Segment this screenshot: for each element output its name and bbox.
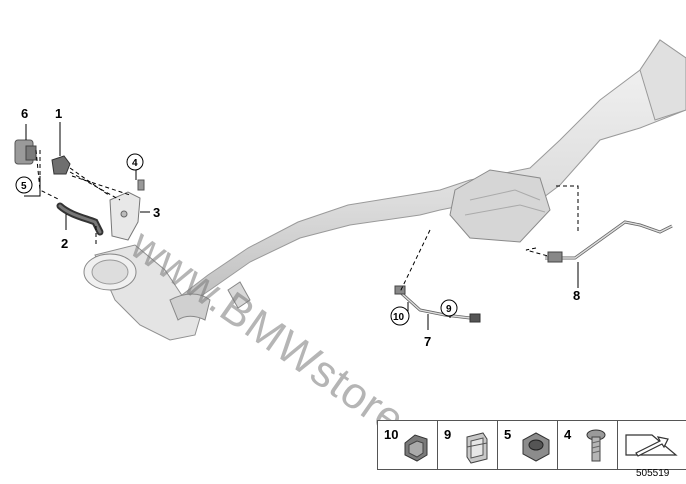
front-converter: [83, 244, 251, 341]
clip-icon: [404, 434, 428, 462]
bracket-screw: [137, 179, 145, 191]
spring-clip-icon: [466, 432, 488, 464]
leader-lines: [25, 122, 579, 330]
legend-cell-5: 5: [498, 421, 558, 469]
callout-10: 10: [393, 312, 405, 323]
callout-4: 4: [132, 158, 138, 169]
direction-arrow-icon: [625, 434, 678, 457]
callout-7: 7: [424, 334, 431, 349]
catalyst-box: [449, 169, 551, 243]
callout-5-circle: [15, 176, 33, 194]
callout-1: 1: [55, 106, 62, 121]
sensor-holder: [14, 139, 37, 165]
legend-number: 9: [444, 427, 452, 442]
callout-10-circle: [390, 306, 410, 326]
screw-icon: [586, 429, 606, 462]
exhaust-temp-sensor-8: [545, 220, 673, 263]
dashed-guides: [35, 149, 579, 293]
legend-number: 10: [384, 427, 399, 442]
legend-cell-9: 9: [438, 421, 498, 469]
legend-cell-4: 4: [558, 421, 618, 469]
callout-5: 5: [21, 181, 27, 192]
parts-legend: 10 9 5 4: [377, 420, 686, 470]
bracket: [109, 191, 141, 241]
exhaust-pipe: [177, 39, 686, 311]
callout-4-circle: [126, 153, 144, 171]
callout-2: 2: [61, 236, 68, 251]
legend-cell-arrow: [618, 421, 686, 469]
legend-number: 4: [564, 427, 572, 442]
legend-cell-10: 10: [378, 421, 438, 469]
diagram-id: 505519: [636, 468, 670, 479]
hex-nut-icon: [522, 432, 550, 462]
callout-6: 6: [21, 106, 28, 121]
callout-3: 3: [153, 205, 160, 220]
callout-8: 8: [573, 288, 580, 303]
callout-9-circle: [440, 299, 458, 317]
pressure-sensor: [51, 155, 71, 175]
legend-number: 5: [504, 427, 512, 442]
callout-9: 9: [446, 304, 452, 315]
exhaust-temp-sensor-7: [394, 285, 481, 323]
